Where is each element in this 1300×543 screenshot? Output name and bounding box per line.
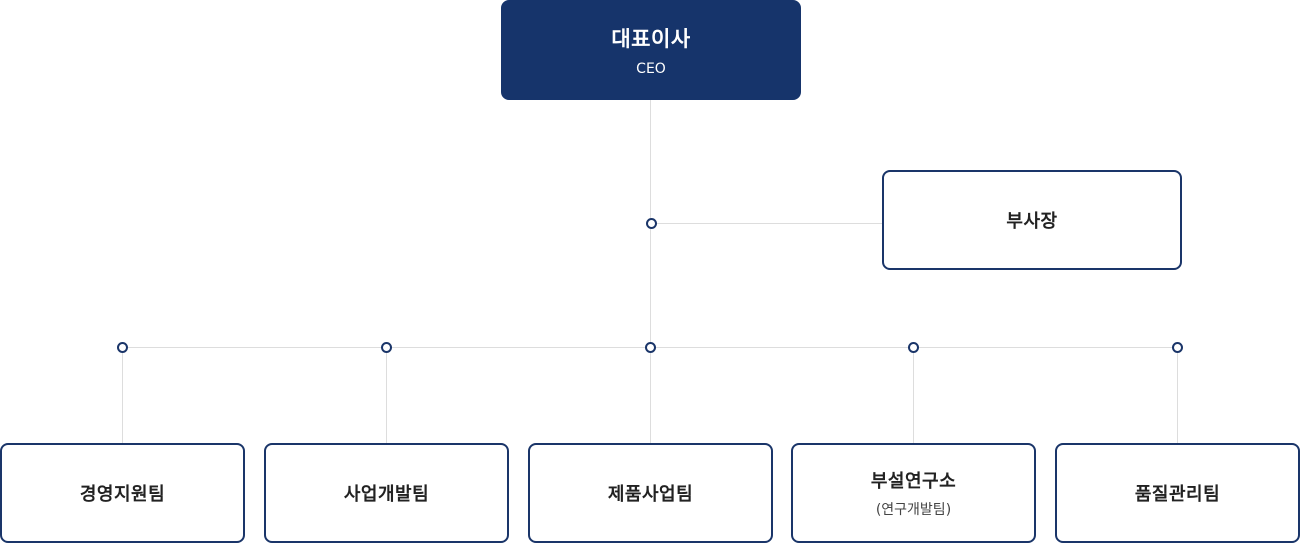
team-box-business-development: 사업개발팀: [264, 443, 509, 543]
team-title: 제품사업팀: [607, 484, 694, 505]
team-subtitle: (연구개발팀): [875, 502, 952, 518]
junction-dot-team-4: [908, 342, 919, 353]
ceo-subtitle: CEO: [636, 61, 666, 77]
vp-box: 부사장: [882, 170, 1182, 270]
ceo-box: 대표이사 CEO: [501, 0, 801, 100]
connector-team-5: [1177, 347, 1178, 443]
team-title: 사업개발팀: [343, 484, 430, 505]
team-box-quality-management: 품질관리팀: [1055, 443, 1300, 543]
team-title: 부설연구소: [870, 471, 957, 492]
junction-dot-vp: [646, 218, 657, 229]
team-title: 경영지원팀: [79, 484, 166, 505]
vp-title: 부사장: [1006, 211, 1058, 232]
ceo-title: 대표이사: [611, 27, 691, 51]
junction-dot-team-1: [117, 342, 128, 353]
junction-dot-team-2: [381, 342, 392, 353]
team-box-management-support: 경영지원팀: [0, 443, 245, 543]
connector-team-4: [913, 347, 914, 443]
junction-dot-team-5: [1172, 342, 1183, 353]
team-title: 품질관리팀: [1134, 484, 1221, 505]
connector-vp-branch: [651, 223, 883, 224]
team-box-product-business: 제품사업팀: [528, 443, 773, 543]
team-box-research-institute: 부설연구소 (연구개발팀): [791, 443, 1036, 543]
junction-dot-team-3: [645, 342, 656, 353]
connector-team-1: [122, 347, 123, 443]
connector-team-3: [650, 347, 651, 443]
connector-ceo-trunk: [650, 99, 651, 405]
connector-team-2: [386, 347, 387, 443]
